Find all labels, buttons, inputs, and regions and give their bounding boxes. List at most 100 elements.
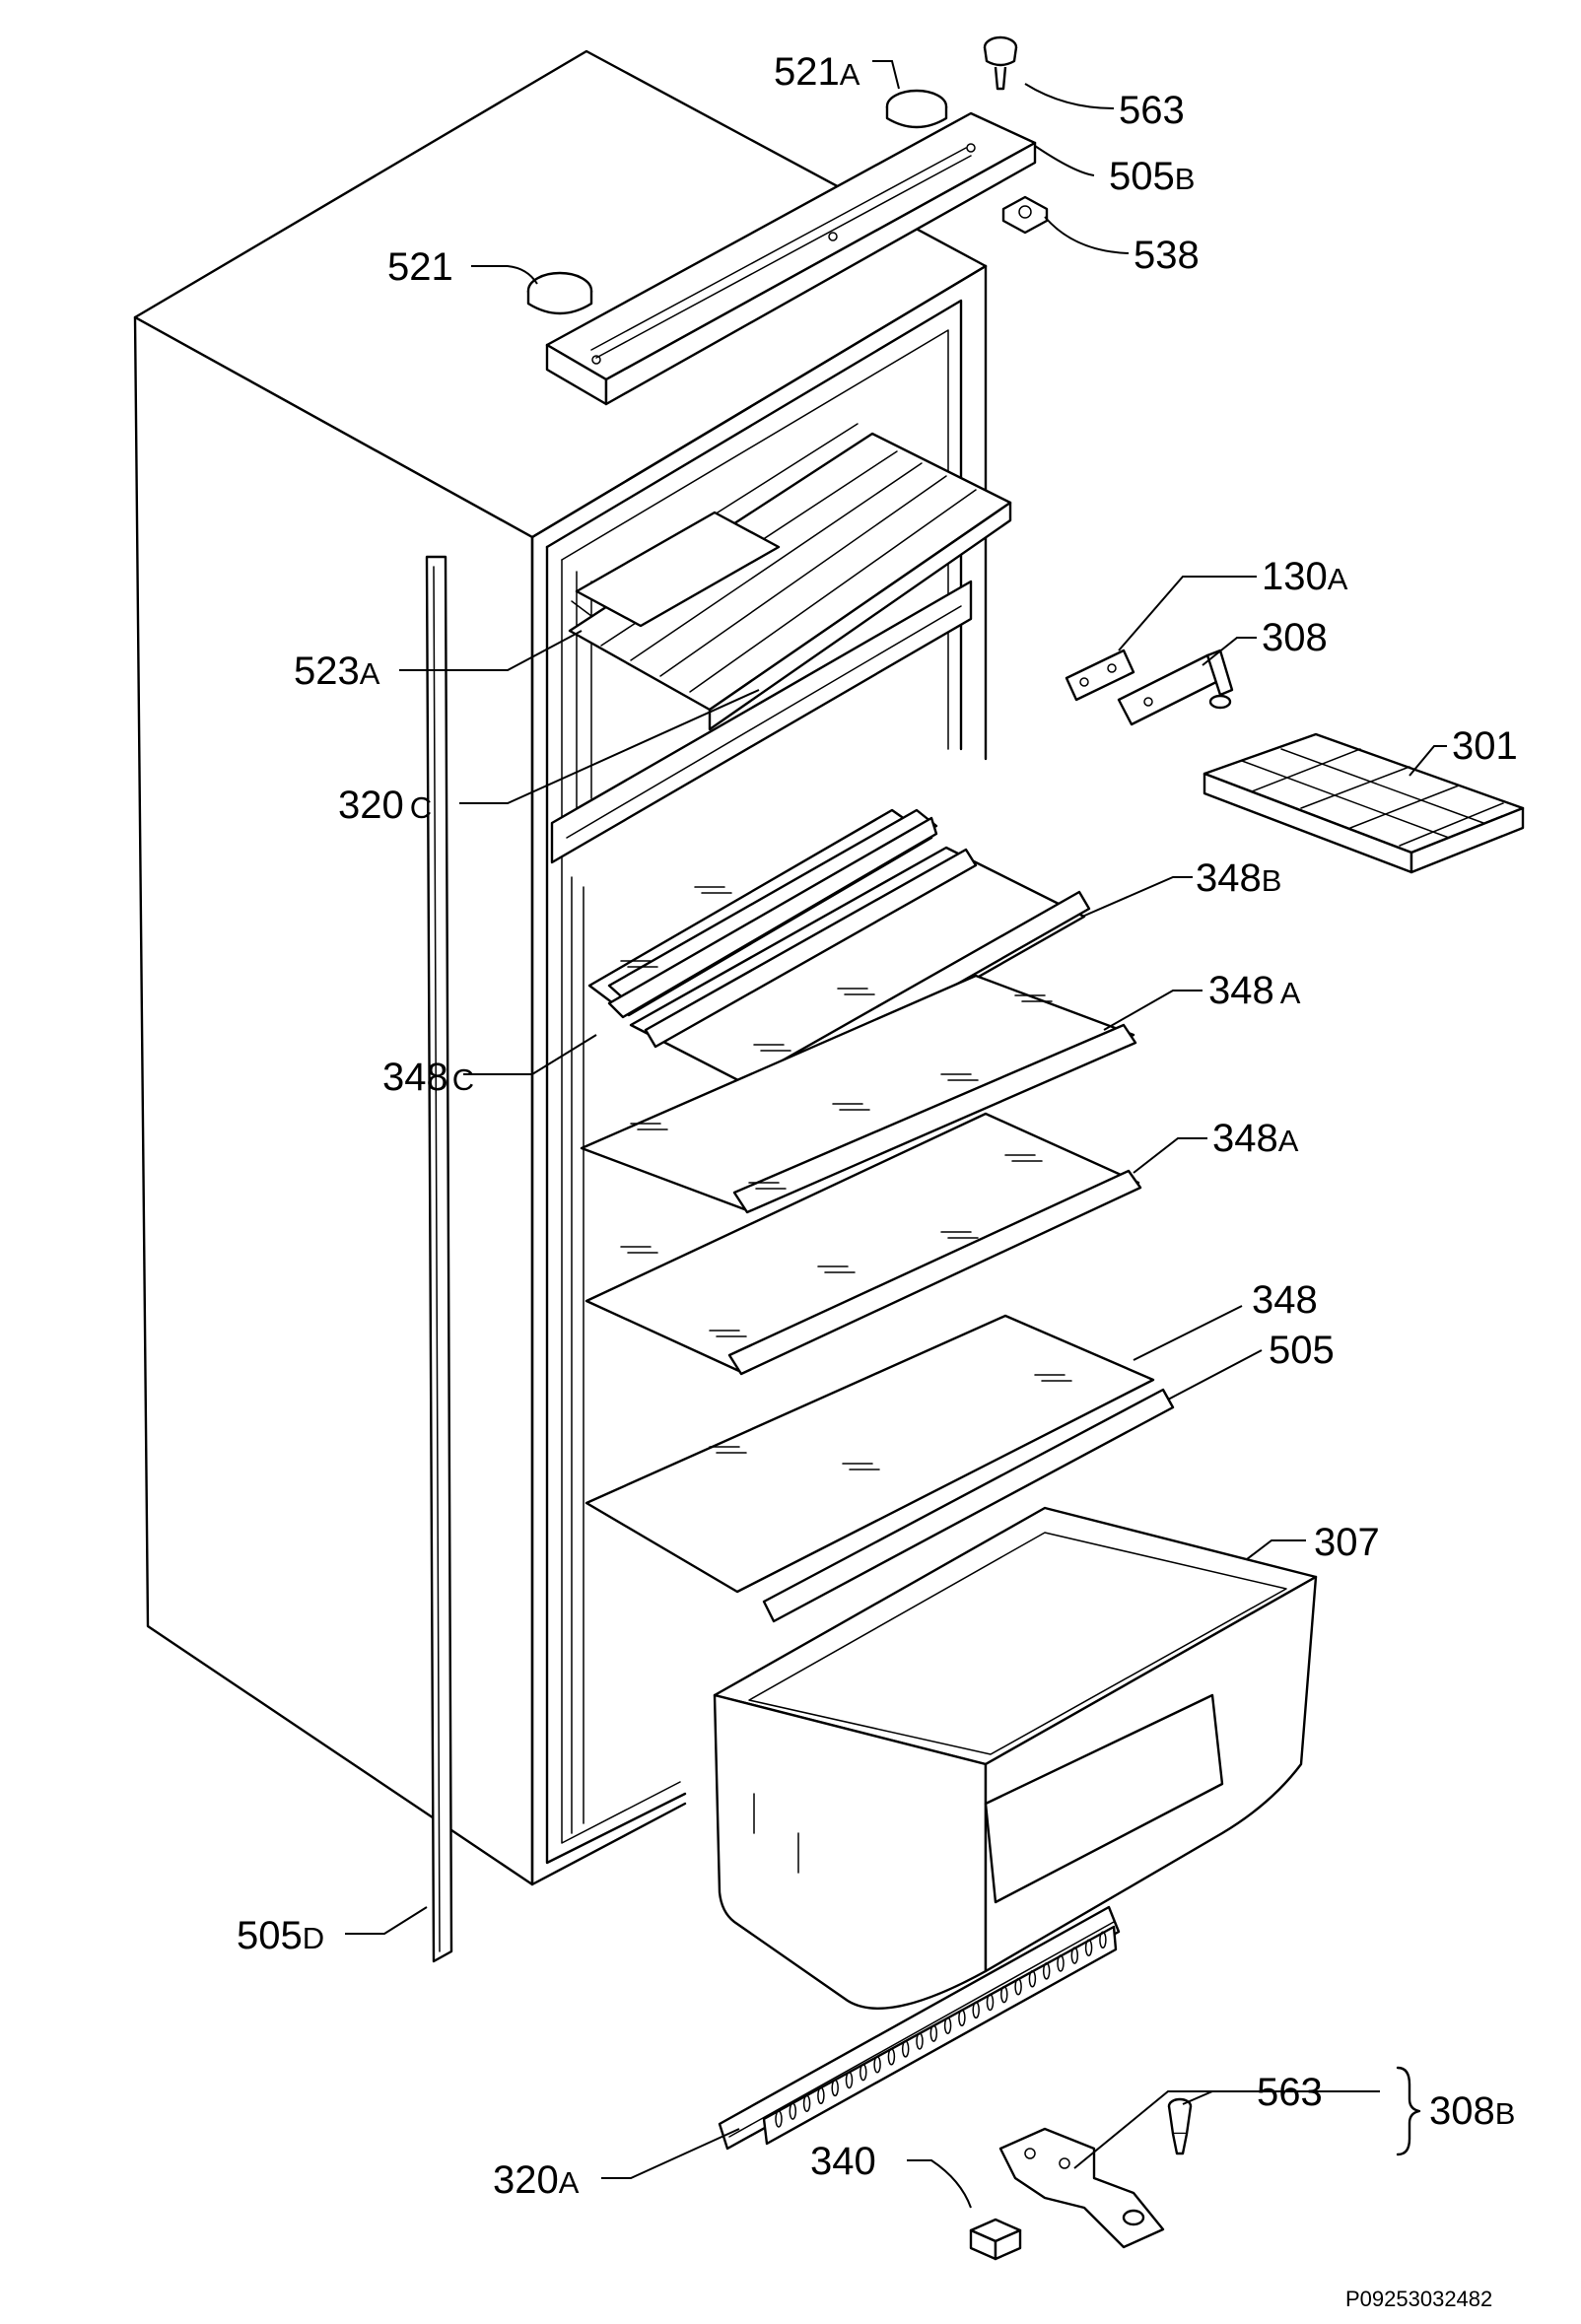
callout-505b-num: 505 <box>1109 155 1175 198</box>
callout-340-num: 340 <box>810 2140 876 2183</box>
cap-521 <box>526 271 593 315</box>
callout-307-num: 307 <box>1314 1521 1380 1564</box>
rail-slot <box>802 2094 811 2112</box>
callout-348a-2-num: 348 <box>1212 1117 1278 1160</box>
svg-text:348A: 348A <box>1208 969 1301 1012</box>
svg-text:523A: 523A <box>294 649 380 693</box>
rail-slot <box>1070 1947 1079 1964</box>
callout-labels: 521A 563 505B 538 521 130A 308 523A 301 … <box>237 50 1518 2202</box>
plate-130a <box>1065 649 1135 702</box>
rail-slot <box>831 2079 839 2097</box>
door-gasket-505d <box>425 555 453 1963</box>
drawing-reference-code: P09253032482 <box>1345 2287 1492 2311</box>
callout-505d-num: 505 <box>237 1914 303 1957</box>
rail-slot <box>958 2009 966 2027</box>
svg-text:538: 538 <box>1134 234 1200 277</box>
callout-348-num: 348 <box>1252 1278 1318 1322</box>
rail-slot <box>775 2110 783 2128</box>
glass-shelf-348a-2 <box>584 1112 1142 1376</box>
svg-text:130A: 130A <box>1262 555 1348 598</box>
callout-301-num: 301 <box>1452 724 1518 768</box>
callout-320a-suffix: A <box>559 2165 580 2200</box>
callout-320a-num: 320 <box>493 2158 559 2202</box>
bracket-308 <box>1117 649 1234 726</box>
rail-slot <box>845 2071 854 2089</box>
svg-text:505D: 505D <box>237 1914 324 1957</box>
glass-shelf-348a-1 <box>580 974 1137 1214</box>
rail-slot <box>887 2048 896 2066</box>
screw-563-bottom <box>1167 2097 1193 2155</box>
top-cover-strip-505b <box>545 111 1037 406</box>
callout-130a-num: 130 <box>1262 555 1328 598</box>
callout-308-num: 308 <box>1262 616 1328 659</box>
svg-text:505B: 505B <box>1109 155 1195 198</box>
callout-320c-suffix: C <box>410 790 432 825</box>
svg-text:521A: 521A <box>774 50 860 94</box>
rail-slot <box>1042 1962 1051 1980</box>
svg-text:307: 307 <box>1314 1521 1380 1564</box>
callout-521a-suffix: A <box>840 57 860 92</box>
svg-text:348A: 348A <box>1212 1117 1299 1160</box>
rail-slot <box>1000 1985 1008 2004</box>
svg-text:348: 348 <box>1252 1278 1318 1322</box>
callout-348b-num: 348 <box>1196 856 1262 900</box>
rail-slot <box>986 1993 995 2012</box>
rail-slot <box>789 2102 797 2120</box>
callout-348a-2-suffix: A <box>1278 1124 1299 1158</box>
svg-text:505: 505 <box>1269 1329 1335 1372</box>
callout-130a-suffix: A <box>1328 562 1348 596</box>
callout-308b-suffix: B <box>1495 2096 1516 2131</box>
callout-521-num: 521 <box>387 245 453 289</box>
rail-slots <box>775 1931 1107 2128</box>
glass-shelf-348b <box>629 846 1091 1102</box>
callout-348a-1-num: 348 <box>1208 969 1274 1012</box>
rail-slot <box>1028 1970 1037 1988</box>
glass-marks <box>620 886 1072 1470</box>
hinge-plug-538 <box>1001 195 1049 235</box>
svg-text:340: 340 <box>810 2140 876 2183</box>
svg-text:308: 308 <box>1262 616 1328 659</box>
glass-shelf-348 <box>584 1314 1175 1623</box>
freezer-grid-523a <box>568 423 1012 731</box>
callout-505b-suffix: B <box>1175 162 1196 196</box>
svg-text:521: 521 <box>387 245 453 289</box>
ice-tray-301 <box>1203 732 1525 874</box>
svg-text:301: 301 <box>1452 724 1518 768</box>
group-brace <box>1396 2066 1421 2156</box>
rail-slot <box>859 2063 867 2082</box>
rail-slot <box>817 2086 825 2105</box>
rail-slot <box>873 2055 881 2074</box>
rail-slot <box>1099 1931 1107 1949</box>
rail-slot <box>916 2032 924 2050</box>
screw-563-top <box>983 35 1018 91</box>
rail-slot <box>901 2040 910 2058</box>
callout-348c-num: 348 <box>382 1056 448 1099</box>
callout-348c-suffix: C <box>452 1062 474 1097</box>
svg-text:308B: 308B <box>1429 2089 1515 2133</box>
vegetable-drawer-307 <box>713 1506 1318 2011</box>
callout-563-top-num: 563 <box>1119 89 1185 132</box>
callout-523a-num: 523 <box>294 649 360 693</box>
svg-text:320A: 320A <box>493 2158 580 2202</box>
callout-505-num: 505 <box>1269 1329 1335 1372</box>
callout-521a-num: 521 <box>774 50 840 94</box>
callout-523a-suffix: A <box>360 656 380 691</box>
rail-slot <box>929 2024 938 2042</box>
cap-521a <box>885 89 948 129</box>
callout-563-bottom-num: 563 <box>1257 2071 1323 2114</box>
rail-slot <box>1014 1977 1022 1996</box>
rail-slot <box>972 2001 980 2019</box>
bottom-hinge-308b <box>998 2127 1165 2249</box>
foot-340 <box>969 2218 1022 2261</box>
glass-shelf-348c <box>587 808 938 1019</box>
callout-320c-num: 320 <box>338 784 404 827</box>
callout-505d-suffix: D <box>303 1921 324 1955</box>
svg-text:563: 563 <box>1257 2071 1323 2114</box>
callout-308b-num: 308 <box>1429 2089 1495 2133</box>
callout-538-num: 538 <box>1134 234 1200 277</box>
rail-slot <box>943 2016 952 2034</box>
leader-lines <box>345 60 1447 2209</box>
